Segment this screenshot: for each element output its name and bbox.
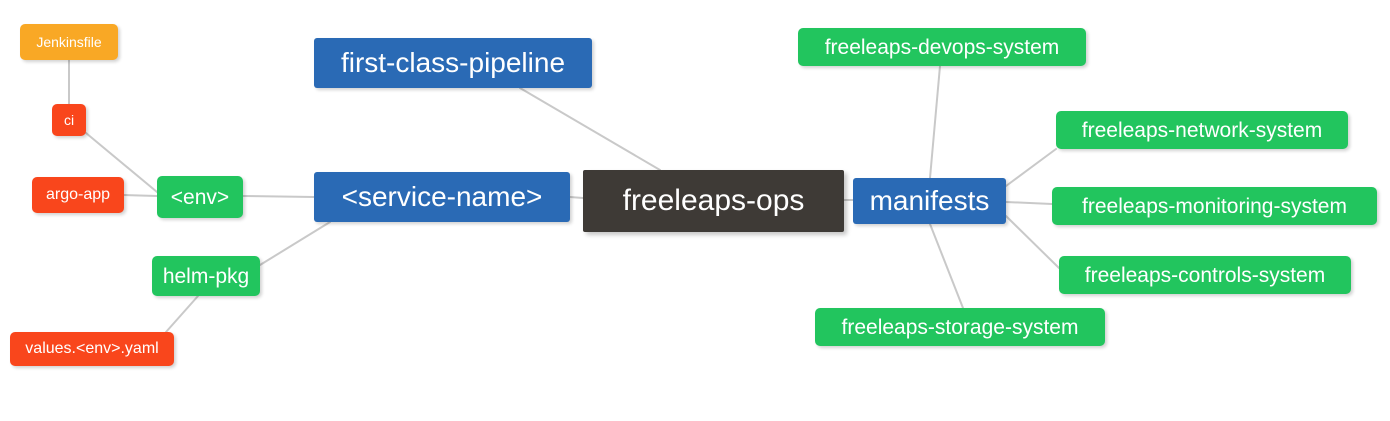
node-label: argo-app — [45, 186, 111, 203]
node-label: <service-name> — [341, 181, 543, 212]
node-helm-pkg[interactable]: helm-pkg — [152, 256, 260, 296]
node-values-yaml[interactable]: values.<env>.yaml — [10, 332, 174, 366]
node-label: Jenkinsfile — [36, 34, 102, 50]
edge-argo-app-to-env — [123, 194, 158, 197]
node-service-name[interactable]: <service-name> — [314, 172, 570, 222]
node-argo-app[interactable]: argo-app — [32, 177, 124, 213]
node-network-system[interactable]: freeleaps-network-system — [1056, 111, 1348, 149]
node-monitoring-system[interactable]: freeleaps-monitoring-system — [1052, 187, 1377, 225]
node-label: freeleaps-monitoring-system — [1082, 194, 1347, 218]
edge-values-yaml-to-helm-pkg — [165, 295, 199, 333]
node-jenkinsfile[interactable]: Jenkinsfile — [20, 24, 118, 60]
node-label: ci — [63, 112, 75, 128]
node-env[interactable]: <env> — [157, 176, 243, 218]
edge-manifests-to-controls-system — [1005, 215, 1060, 269]
node-label: freeleaps-ops — [622, 184, 805, 217]
node-label: manifests — [869, 185, 990, 216]
node-label: freeleaps-controls-system — [1084, 263, 1326, 287]
node-controls-system[interactable]: freeleaps-controls-system — [1059, 256, 1351, 294]
edge-helm-pkg-to-service-name — [259, 221, 331, 266]
edge-manifests-to-devops-system — [929, 65, 941, 179]
node-label: freeleaps-network-system — [1081, 118, 1323, 142]
node-label: values.<env>.yaml — [25, 340, 159, 357]
edge-service-name-to-freeleaps-ops — [569, 196, 584, 199]
node-devops-system[interactable]: freeleaps-devops-system — [798, 28, 1086, 66]
node-freeleaps-ops[interactable]: freeleaps-ops — [583, 170, 844, 232]
node-label: <env> — [170, 185, 230, 209]
edge-first-class-pipeline-to-freeleaps-ops — [519, 87, 661, 171]
node-label: helm-pkg — [162, 264, 250, 288]
node-storage-system[interactable]: freeleaps-storage-system — [815, 308, 1105, 346]
node-label: freeleaps-devops-system — [824, 35, 1060, 59]
node-ci[interactable]: ci — [52, 104, 86, 136]
edge-manifests-to-storage-system — [929, 223, 964, 309]
node-label: freeleaps-storage-system — [841, 315, 1079, 339]
node-label: first-class-pipeline — [340, 47, 566, 78]
node-manifests[interactable]: manifests — [853, 178, 1006, 224]
edge-manifests-to-network-system — [1005, 148, 1057, 187]
node-first-class-pipeline[interactable]: first-class-pipeline — [314, 38, 592, 88]
edge-manifests-to-monitoring-system — [1005, 201, 1053, 205]
edge-env-to-service-name — [242, 195, 315, 198]
